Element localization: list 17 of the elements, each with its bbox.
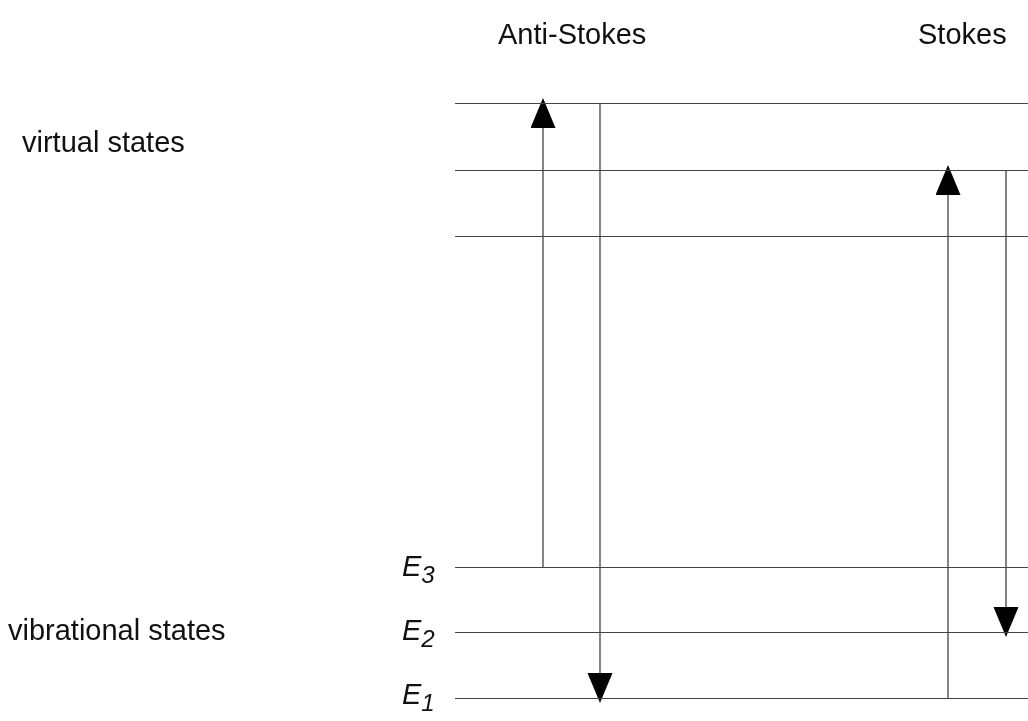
energy-symbol: E$_{2}$ bbox=[402, 616, 435, 651]
column-heading: Anti-Stokes bbox=[498, 20, 647, 49]
transition-arrow bbox=[587, 102, 613, 703]
energy-symbol: E$_{3}$ bbox=[402, 552, 435, 587]
transition-arrow bbox=[935, 165, 961, 699]
energy-level-line bbox=[455, 236, 1028, 237]
energy-level-line bbox=[455, 698, 1028, 699]
state-group-label: virtual states bbox=[22, 128, 185, 157]
energy-level-line bbox=[455, 567, 1028, 568]
transition-arrow bbox=[530, 98, 556, 568]
column-heading: Stokes bbox=[918, 20, 1007, 49]
energy-level-line bbox=[455, 103, 1028, 104]
energy-level-line bbox=[455, 170, 1028, 171]
transition-arrow bbox=[993, 169, 1019, 637]
energy-symbol: E$_{1}$ bbox=[402, 680, 435, 715]
state-group-label: vibrational states bbox=[8, 616, 226, 645]
energy-level-line bbox=[455, 632, 1028, 633]
